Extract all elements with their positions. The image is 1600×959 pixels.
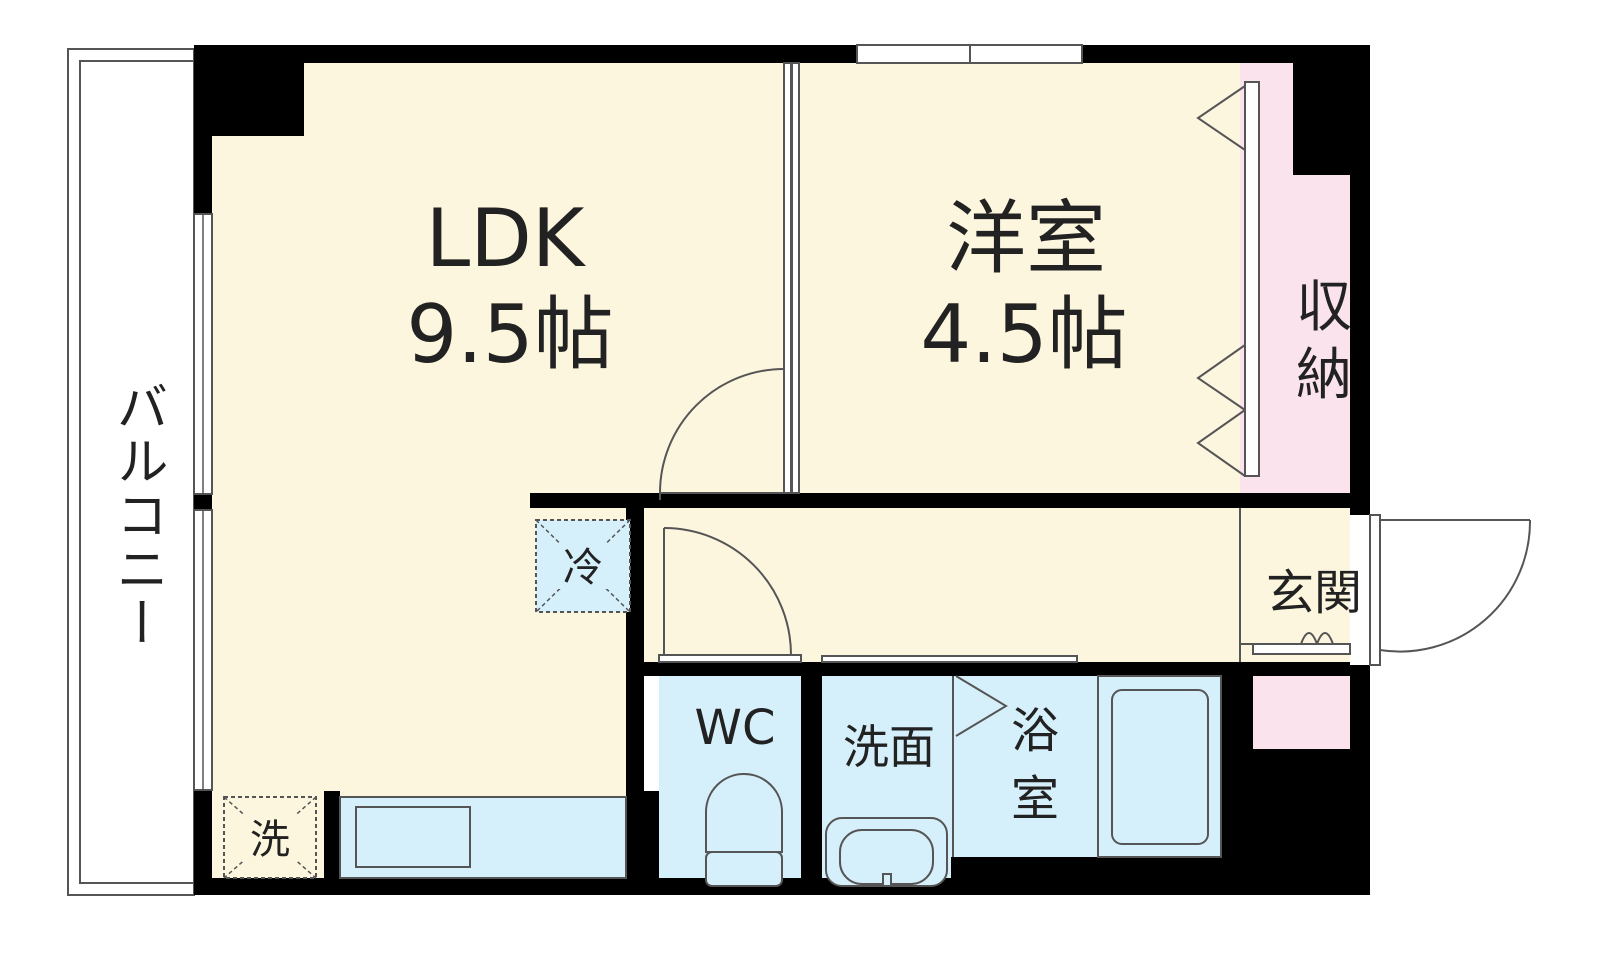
wash-basin-icon (825, 817, 948, 887)
closet-label-line1: 収 (1296, 275, 1352, 340)
ldk-name-label: LDK (426, 192, 587, 285)
western-size-label: 4.5帖 (920, 288, 1127, 381)
entrance-area (1239, 508, 1532, 666)
balcony-label: バルコニー (107, 380, 167, 650)
bathtub-icon (1097, 675, 1222, 858)
closet-folding-door (1196, 81, 1260, 477)
shoe-storage-floor (1253, 676, 1350, 749)
bath-door (952, 675, 1008, 857)
fridge-space: 冷 (535, 519, 631, 613)
balcony (67, 48, 195, 896)
western-name-label: 洋室 (946, 192, 1106, 285)
ldk-floor (212, 63, 790, 878)
western-floor (790, 63, 1240, 493)
ldk-door (659, 368, 785, 500)
closet-label-line2: 納 (1296, 343, 1352, 408)
washer-label: 洗 (250, 817, 290, 863)
fridge-label: 冷 (563, 545, 603, 591)
entrance-label: 玄関 (1266, 565, 1362, 621)
bath-label-line2: 室 (1011, 771, 1059, 827)
wc-door (658, 527, 802, 663)
kitchen-counter (339, 796, 627, 879)
hall-floor (643, 500, 1350, 662)
partition-sliding-door (783, 62, 800, 494)
washer-space: 洗 (223, 796, 317, 879)
wc-label: WC (695, 700, 776, 756)
washroom-label: 洗面 (843, 720, 935, 774)
washroom-sliding-door (821, 655, 1078, 663)
toilet-icon (705, 773, 783, 887)
ldk-size-label: 9.5帖 (406, 288, 613, 381)
windows (193, 44, 1083, 791)
bath-label-line1: 浴 (1011, 703, 1059, 759)
